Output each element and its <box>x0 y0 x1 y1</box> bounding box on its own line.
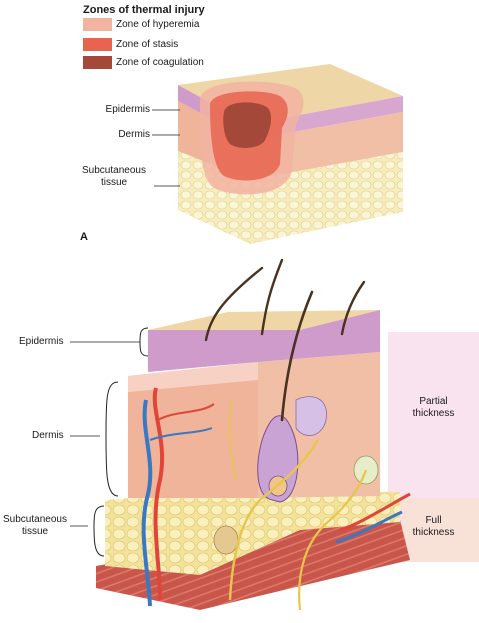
full-thickness-label: Full thickness <box>388 515 479 539</box>
partial-thickness-band <box>388 332 479 498</box>
artery-branch <box>157 403 215 421</box>
subcutaneous-fat <box>105 490 400 575</box>
papillary-dermis <box>128 362 258 392</box>
legend-label: Zone of coagulation <box>116 56 204 68</box>
label-line: thickness <box>412 408 455 419</box>
stasis-swatch <box>83 37 112 51</box>
vein <box>335 510 403 544</box>
legend-item-hyperemia: Zone of hyperemia <box>83 17 199 31</box>
legend-label: Zone of hyperemia <box>116 18 200 30</box>
sebaceous-gland <box>295 396 327 436</box>
coagulation-zone <box>223 102 272 148</box>
artery <box>339 492 411 532</box>
vein-branch <box>149 427 213 441</box>
panel-b-skin-block <box>96 258 479 611</box>
artery <box>152 387 165 601</box>
panel-a-dermis-label: Dermis <box>118 129 150 140</box>
muscle-layer <box>96 520 410 610</box>
label-line: Subcutaneous <box>82 165 146 176</box>
pacinian-corpuscle <box>213 525 239 555</box>
label-line: tissue <box>21 526 49 537</box>
legend-label: Zone of stasis <box>116 38 179 50</box>
hair-strand <box>204 266 264 342</box>
partial-thickness-label: Partial thickness <box>388 396 479 420</box>
subcutaneous-bracket <box>93 505 105 557</box>
vein <box>141 399 153 607</box>
hair-strand <box>280 290 314 422</box>
panel-b-dermis-label: Dermis <box>32 430 64 441</box>
hair-strand <box>260 258 284 336</box>
nerve <box>228 439 320 601</box>
legend-item-coagulation: Zone of coagulation <box>83 55 204 69</box>
panel-b-subcutaneous-label: Subcutaneous tissue <box>0 514 70 538</box>
panel-a-subcutaneous-label: Subcutaneous tissue <box>76 165 152 189</box>
panel-b-epidermis-label: Epidermis <box>19 336 64 347</box>
panel-a-epidermis-label: Epidermis <box>105 104 150 115</box>
hair-follicle <box>257 415 299 503</box>
hyperemia-swatch <box>83 17 112 31</box>
dermis-bracket <box>105 381 119 497</box>
label-line: Subcutaneous <box>3 514 67 525</box>
legend-title: Zones of thermal injury <box>83 4 205 16</box>
legend-item-stasis: Zone of stasis <box>83 37 178 51</box>
coagulation-swatch <box>83 55 112 69</box>
label-line: tissue <box>100 177 128 188</box>
hair-strand <box>340 280 366 336</box>
nerve <box>298 469 368 611</box>
panel-a-skin-block <box>178 64 403 244</box>
panel-a-marker: A <box>80 231 88 243</box>
label-line: Partial <box>419 396 448 407</box>
label-line: thickness <box>412 527 455 538</box>
nerve <box>228 399 237 481</box>
epidermis-bracket <box>139 327 149 357</box>
label-line: Full <box>425 515 442 526</box>
